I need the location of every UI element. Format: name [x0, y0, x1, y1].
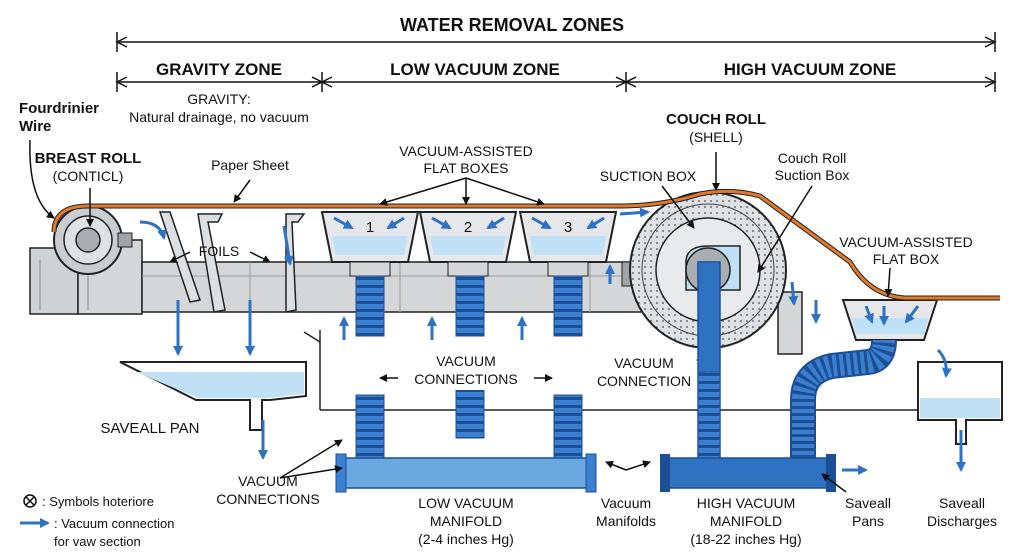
flat-boxes: 1 2 3 [320, 211, 618, 277]
low-manifold-label-2: MANIFOLD [430, 513, 502, 529]
couch-suction-label-2: Suction Box [775, 167, 850, 183]
suction-box-label: SUCTION BOX [600, 168, 697, 184]
saveall-pans-label-1: Saveall [845, 495, 891, 511]
low-vacuum-hoses [355, 275, 583, 464]
breast-roll-sublabel: (CONTICL) [53, 168, 124, 184]
flat-box-number-1: 1 [366, 219, 374, 236]
diagram-title: WATER REMOVAL ZONES [400, 15, 624, 35]
vacuum-manifolds-label-2: Manifolds [596, 513, 656, 529]
low-manifold-label-3: (2-4 inches Hg) [418, 531, 514, 547]
vacuum-connection-right-2: CONNECTION [597, 373, 691, 389]
high-manifold-label-2: MANIFOLD [710, 513, 782, 529]
fourdrinier-wire [52, 189, 1000, 300]
legend: : Symbols hoteriore : Vacuum connection … [20, 494, 174, 549]
flat-boxes-label-2: FLAT BOXES [423, 160, 508, 176]
flat-box-number-3: 3 [564, 219, 572, 236]
paper-sheet-label: Paper Sheet [211, 157, 289, 173]
low-manifold-label-1: LOW VACUUM [418, 495, 513, 511]
saveall-discharges-label-1: Saveall [939, 495, 985, 511]
vacuum-connections-center-2: CONNECTIONS [414, 371, 517, 387]
saveall-pan-left [119, 331, 321, 431]
right-flat-box-label-1: VACUUM-ASSISTED [839, 234, 973, 250]
right-flat-box [841, 299, 939, 341]
high-vacuum-manifold [660, 454, 836, 492]
vacuum-manifolds-label-1: Vacuum [601, 495, 651, 511]
pointer-arrows [29, 139, 893, 493]
high-vacuum-pipes [697, 261, 897, 463]
high-manifold-label-1: HIGH VACUUM [697, 495, 796, 511]
flat-boxes-label-1: VACUUM-ASSISTED [399, 143, 533, 159]
low-vacuum-zone-label: LOW VACUUM ZONE [390, 60, 560, 79]
gravity-note-title: GRAVITY: [187, 91, 251, 107]
saveall-pans-label-2: Pans [852, 513, 884, 529]
right-flat-box-label-2: FLAT BOX [873, 251, 940, 267]
gravity-zone-label: GRAVITY ZONE [156, 60, 282, 79]
flow-arrows [139, 207, 966, 475]
couch-roll-sublabel: (SHELL) [689, 129, 743, 145]
high-manifold-label-3: (18-22 inches Hg) [690, 531, 801, 547]
header-dimensions [115, 32, 997, 92]
fourdrinier-label-1: Fourdrinier [19, 100, 99, 117]
vacuum-connections-left-1: VACUUM [238, 473, 298, 489]
fourdrinier-label-2: Wire [19, 118, 51, 135]
legend-arrow-text-1: : Vacuum connection [54, 516, 174, 531]
vacuum-connections-center-1: VACUUM [436, 353, 496, 369]
saveall-pan-label: SAVEALL PAN [101, 420, 200, 437]
circle-x-icon [23, 494, 37, 508]
couch-roll-label: COUCH ROLL [666, 111, 766, 128]
saveall-pan-right [917, 361, 1003, 445]
couch-suction-label-1: Couch Roll [778, 150, 846, 166]
gravity-note-text: Natural drainage, no vacuum [129, 109, 309, 125]
saveall-discharges-label-2: Discharges [927, 513, 997, 529]
breast-roll-label: BREAST ROLL [35, 150, 142, 167]
legend-symbol-text: : Symbols hoteriore [42, 494, 154, 509]
vacuum-connections-left-2: CONNECTIONS [216, 491, 319, 507]
flat-box-number-2: 2 [464, 219, 472, 236]
foils-label: FOILS [199, 243, 239, 259]
vacuum-connection-right-1: VACUUM [614, 355, 674, 371]
high-vacuum-zone-label: HIGH VACUUM ZONE [724, 60, 897, 79]
low-vacuum-manifold [335, 453, 597, 493]
legend-arrow-text-2: for vaw section [54, 534, 141, 549]
